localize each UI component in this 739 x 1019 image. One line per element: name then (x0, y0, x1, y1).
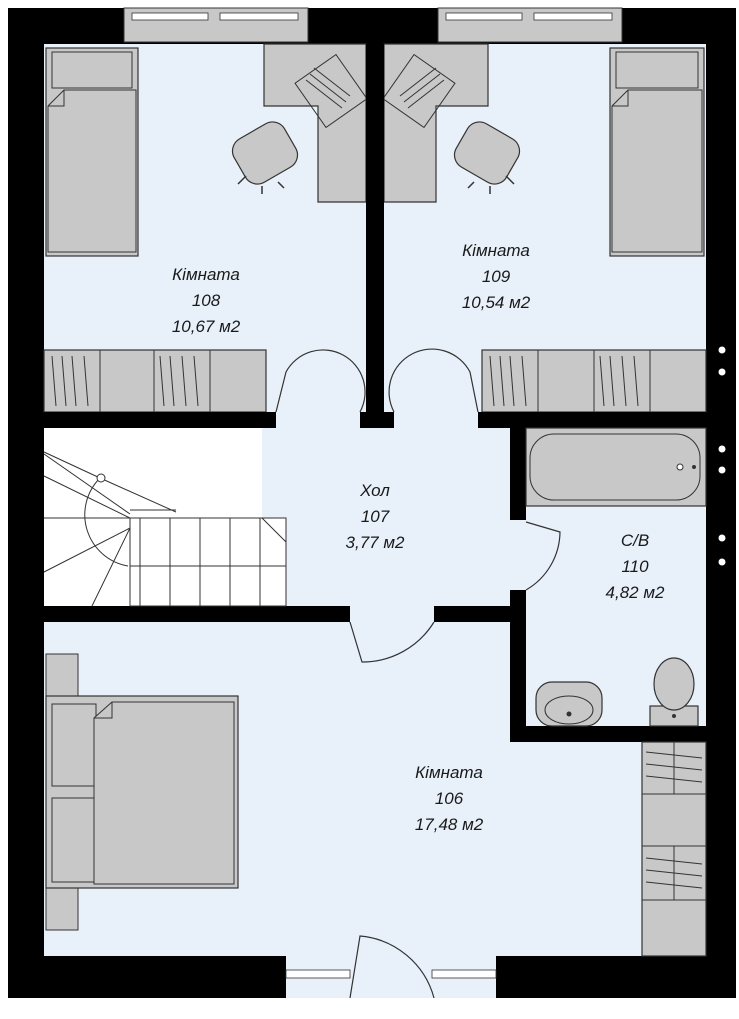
wall-108-109 (366, 44, 384, 428)
door-opening-108 (276, 412, 360, 428)
room-number: 107 (361, 507, 390, 526)
bed-106 (45, 653, 239, 931)
wardrobe-109 (481, 349, 707, 413)
staircase (43, 451, 287, 607)
window-bottom (285, 956, 497, 998)
wall-lower-corridor (44, 606, 510, 622)
label-room-109: Кімната 109 10,54 м2 (462, 241, 531, 312)
label-room-110: С/В 110 4,82 м2 (606, 531, 665, 602)
room-number: 109 (482, 267, 511, 286)
room-name: Кімната (462, 241, 530, 260)
chair-109 (453, 121, 521, 194)
door-opening-106 (350, 606, 434, 622)
wall-upper-corridor (44, 412, 706, 428)
window-top-right (437, 7, 623, 43)
sink (535, 681, 603, 727)
label-room-107: Хол 107 3,77 м2 (346, 481, 405, 552)
room-number: 108 (192, 291, 221, 310)
door-swings (275, 348, 561, 999)
room-name: Кімната (415, 763, 483, 782)
door-opening-110 (510, 520, 526, 590)
wardrobe-106 (641, 741, 707, 957)
chair-108 (231, 121, 299, 194)
room-area: 10,54 м2 (462, 293, 531, 312)
window-top-left (123, 7, 309, 43)
desk-109 (382, 43, 489, 203)
room-area: 17,48 м2 (415, 815, 484, 834)
toilet (649, 657, 699, 727)
window-hinges-right (718, 346, 726, 566)
bathtub (525, 427, 707, 507)
room-number: 110 (621, 557, 649, 576)
bed-108 (45, 47, 139, 257)
label-room-108: Кімната 108 10,67 м2 (172, 265, 241, 336)
wardrobe-108 (43, 349, 267, 413)
room-name: Хол (359, 481, 390, 500)
room-number: 106 (435, 789, 464, 808)
room-area: 3,77 м2 (346, 533, 405, 552)
door-opening-109 (394, 412, 478, 428)
label-room-106: Кімната 106 17,48 м2 (415, 763, 484, 834)
room-name: С/В (621, 531, 649, 550)
bed-109 (609, 47, 705, 257)
room-area: 4,82 м2 (606, 583, 665, 602)
room-107-floor (262, 428, 510, 606)
room-area: 10,67 м2 (172, 317, 241, 336)
wall-bath-south (510, 726, 706, 742)
room-name: Кімната (172, 265, 240, 284)
